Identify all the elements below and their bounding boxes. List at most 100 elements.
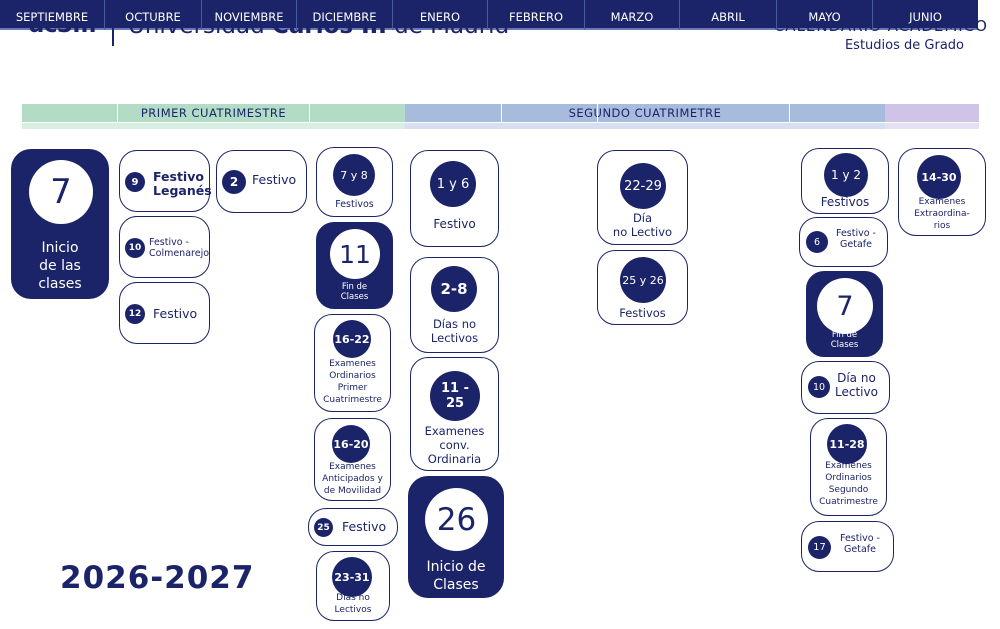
- month-september: SEPTIEMBRE: [0, 0, 105, 30]
- event-label: Festivo: [342, 519, 387, 534]
- uc3m-logo: uc3m: [28, 12, 96, 38]
- event-label: Festivo: [433, 217, 476, 231]
- logo-divider: [112, 11, 114, 46]
- event-date: 7: [817, 278, 873, 334]
- month-december: DICIEMBRE: [297, 0, 393, 30]
- second-semester-label: SEGUNDO CUATRIMETRE: [568, 106, 722, 120]
- band-divider: [597, 104, 598, 122]
- event-card-jan-1-6: 1 y 6 Festivo: [410, 150, 499, 247]
- month-june: JUNIO: [909, 10, 942, 24]
- month-april: ABRIL: [680, 0, 777, 30]
- event-date: 7: [29, 160, 93, 224]
- university-name-suffix: de Madrid: [386, 13, 510, 39]
- event-label: Festivo -Colmenarejo: [149, 237, 210, 259]
- event-date: 2-8: [431, 266, 477, 312]
- university-name-bold: Carlos III: [272, 13, 387, 39]
- event-label: Festivos: [820, 195, 870, 209]
- month-may: MAYO: [777, 0, 873, 30]
- event-card-oct-12: 12 Festivo: [119, 282, 210, 344]
- event-card-nov-2: 2 Festivo: [216, 150, 307, 213]
- month-november: NOVIEMBRE: [202, 0, 297, 30]
- event-date: 7 y 8: [333, 154, 375, 196]
- event-date: 11 - 25: [430, 371, 480, 421]
- event-date: 17: [808, 536, 831, 559]
- academic-year: 2026-2027: [60, 560, 255, 596]
- calendar-title: CALENDARIO ACADEMICO: [773, 17, 988, 35]
- calendar-subtitle: Estudios de Grado: [844, 38, 964, 53]
- band-divider: [117, 104, 118, 122]
- first-semester-band: PRIMER CUATRIMESTRE: [22, 104, 405, 122]
- event-card-mar-25-26: 25 y 26 Festivos: [597, 250, 688, 325]
- event-date: 6: [806, 231, 828, 253]
- university-name-prefix: Universidad: [128, 13, 272, 39]
- event-date: 11: [330, 229, 380, 279]
- event-date: 11-28: [827, 424, 867, 464]
- event-card-dec-25: 25 Festivo: [308, 508, 398, 546]
- month-october: OCTUBRE: [105, 0, 202, 30]
- event-date: 1 y 6: [430, 161, 476, 207]
- event-date: 16-22: [333, 320, 371, 358]
- extraordinary-line: [885, 123, 979, 129]
- event-date: 9: [125, 172, 145, 192]
- extraordinary-band: [885, 104, 979, 122]
- event-card-oct-10: 10 Festivo -Colmenarejo: [119, 216, 210, 278]
- event-date: 2: [222, 170, 246, 194]
- event-label: Festivo -Getafe: [840, 533, 880, 555]
- event-date: 1 y 2: [824, 153, 868, 197]
- event-label: Festivo: [153, 306, 198, 321]
- event-card-may-1-2: 1 y 2 Festivos: [801, 148, 889, 214]
- first-semester-line: [22, 123, 405, 129]
- band-divider: [309, 104, 310, 122]
- event-date: 14-30: [917, 155, 961, 199]
- university-name: Universidad Carlos III de Madrid: [128, 13, 509, 39]
- band-divider: [501, 104, 502, 122]
- event-label: Festivos: [619, 306, 666, 320]
- event-date: 22-29: [620, 163, 666, 209]
- second-semester-line: [405, 123, 885, 129]
- event-label: Festivos: [335, 199, 374, 210]
- event-date: 10: [125, 238, 145, 258]
- event-date: 25 y 26: [620, 257, 666, 303]
- event-card-dec-7-8: 7 y 8 Festivos: [316, 147, 393, 217]
- first-semester-label: PRIMER CUATRIMESTRE: [140, 106, 287, 120]
- event-card-may-17: 17 Festivo -Getafe: [801, 521, 894, 572]
- event-date: 25: [314, 518, 333, 537]
- event-label: Festivo: [252, 172, 297, 187]
- month-header-bar: SEPTIEMBRE OCTUBRE NOVIEMBRE DICIEMBRE E…: [0, 0, 978, 30]
- event-label: Festivo -Getafe: [836, 228, 876, 250]
- month-february: FEBRERO: [488, 0, 585, 30]
- second-semester-band: SEGUNDO CUATRIMETRE: [405, 104, 885, 122]
- month-march: MARZO: [585, 0, 680, 30]
- event-date: 26: [425, 488, 488, 551]
- event-date: 10: [808, 376, 830, 398]
- band-divider: [789, 104, 790, 122]
- month-january: ENERO: [393, 0, 488, 30]
